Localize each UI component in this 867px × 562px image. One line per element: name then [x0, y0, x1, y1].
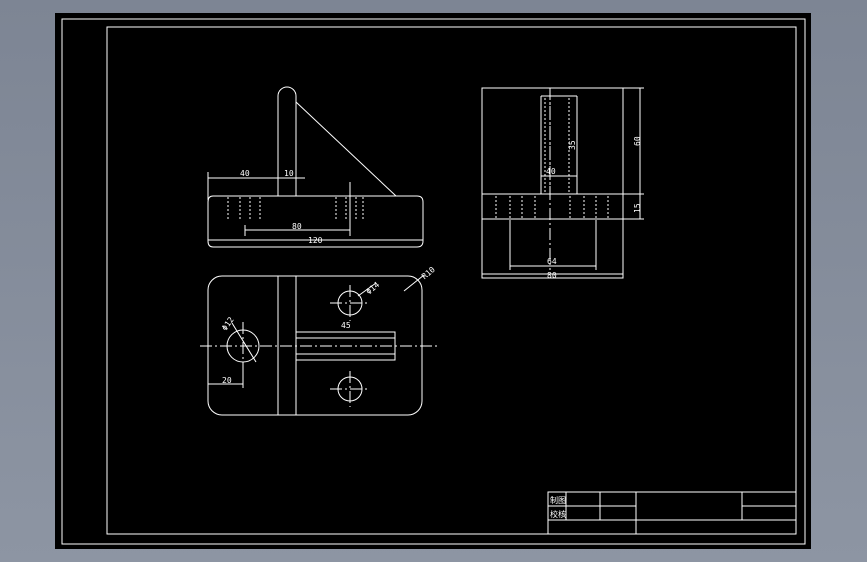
side-dim-rib-height: 35: [568, 140, 577, 150]
top-dim-offset: 20: [222, 376, 232, 385]
top-dim-slot: 45: [341, 321, 351, 330]
front-dim-holes: 80: [292, 222, 302, 231]
side-rib: [540, 95, 578, 194]
side-view: [481, 87, 644, 279]
side-envelope: [481, 87, 624, 279]
front-dim-length: 120: [308, 236, 323, 245]
side-base: [481, 193, 624, 220]
side-dim-holes: 64: [547, 257, 557, 266]
title-block: [547, 491, 797, 535]
sheet-background: [55, 13, 811, 549]
front-dim-rib: 10: [284, 169, 294, 178]
sheet-inner-frame: [106, 26, 797, 535]
side-dim-base-height: 15: [633, 203, 642, 213]
drawing-sheet: [55, 13, 811, 549]
side-dim-height: 60: [633, 136, 642, 146]
top-view: [200, 274, 438, 416]
front-rib-diagonal: [295, 101, 397, 197]
side-dim-width: 80: [547, 271, 557, 280]
front-dim-left: 40: [240, 169, 250, 178]
side-dimension-lines: [482, 87, 644, 275]
front-rib-outline: [277, 86, 297, 196]
title-block-checked-by-label: 校核: [550, 509, 566, 519]
title-block-drawn-by-label: 制图: [550, 495, 566, 505]
sheet-outer-border: [61, 18, 806, 545]
front-view: [207, 86, 424, 248]
top-leader-lines: [208, 274, 425, 388]
front-dimension-lines: [207, 172, 423, 241]
side-dim-tab: 40: [546, 167, 556, 176]
